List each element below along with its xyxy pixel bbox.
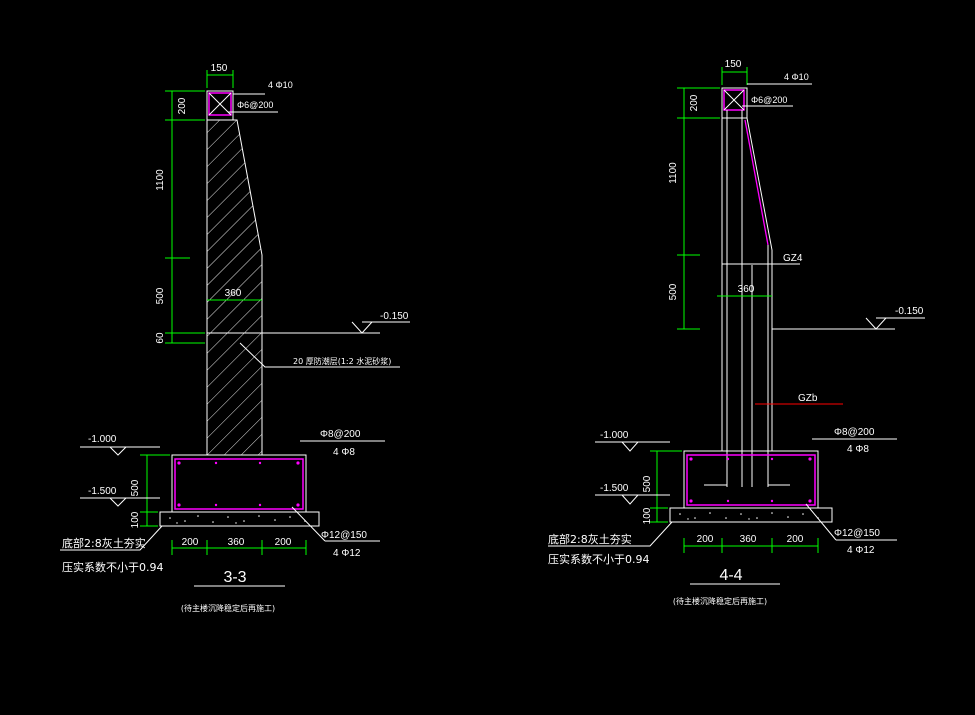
dim-wall-width: 360 <box>225 288 242 299</box>
dim-upper-height: 1100 <box>668 162 679 184</box>
label-base-rebar-2: 4 Φ12 <box>333 548 361 559</box>
label-base-rebar-2: 4 Φ12 <box>847 545 875 556</box>
dimensions-4-4 <box>650 67 819 553</box>
section-3-3: 150 200 1100 500 60 360 500 100 200 360 … <box>60 63 410 613</box>
leaders-4-4 <box>548 83 925 585</box>
label-base-rebar: Φ12@150 <box>834 528 880 539</box>
label-foot-rebar: 4 Φ8 <box>333 447 355 458</box>
label-level-ground: -0.150 <box>895 306 924 317</box>
dim-foot-left: 200 <box>697 534 714 545</box>
label-level-ground: -0.150 <box>380 311 409 322</box>
dim-mid-height: 500 <box>155 287 166 304</box>
labels-4-4: 150 200 1100 500 360 500 100 200 360 200… <box>548 59 924 606</box>
section-subtitle: (待主楼沉降稳定后再施工) <box>181 603 275 613</box>
label-level-1: -1.000 <box>88 434 117 445</box>
dimensions-3-3 <box>140 70 307 555</box>
dim-top-width: 150 <box>211 63 228 74</box>
label-level-2: -1.500 <box>600 483 629 494</box>
wall-4-4 <box>704 87 800 487</box>
label-base-note-2: 压实系数不小于0.94 <box>62 560 164 574</box>
labels-3-3: 150 200 1100 500 60 360 500 100 200 360 … <box>62 63 409 613</box>
section-title: 3-3 <box>223 569 246 586</box>
label-foot-stirrup: Φ8@200 <box>320 429 361 440</box>
section-4-4: 150 200 1100 500 360 500 100 200 360 200… <box>548 59 925 606</box>
section-subtitle: (待主楼沉降稳定后再施工) <box>673 596 767 606</box>
label-foot-rebar: 4 Φ8 <box>847 444 869 455</box>
label-level-1: -1.000 <box>600 430 629 441</box>
dim-foot-mid: 360 <box>740 534 757 545</box>
label-base-note-2: 压实系数不小于0.94 <box>548 552 650 566</box>
dim-foot-left: 200 <box>182 537 199 548</box>
label-damp-course: 20 厚防潮层(1:2 水泥砂浆) <box>293 356 391 366</box>
dim-foot-right: 200 <box>275 537 292 548</box>
dim-foot-right: 200 <box>787 534 804 545</box>
label-base-note-1: 底部2:8灰土夯实 <box>62 536 146 550</box>
dim-top-width: 150 <box>725 59 742 70</box>
leaders-3-3 <box>60 93 410 587</box>
dim-mid-height: 500 <box>668 283 679 300</box>
dim-upper-height: 1100 <box>155 169 166 191</box>
dim-base-thickness: 100 <box>130 511 141 528</box>
label-level-2: -1.500 <box>88 486 117 497</box>
label-base-note-1: 底部2:8灰土夯实 <box>548 532 632 546</box>
label-stirrup: Φ6@200 <box>751 95 787 105</box>
dim-foot-mid: 360 <box>228 537 245 548</box>
label-top-rebar: 4 Φ10 <box>268 80 293 90</box>
dim-cap-height: 200 <box>689 94 700 111</box>
label-gz-upper: GZ4 <box>783 253 803 264</box>
label-stirrup: Φ6@200 <box>237 100 273 110</box>
footing-4-4 <box>669 450 833 523</box>
cap-3-3 <box>206 90 234 121</box>
dim-bottom-offset: 60 <box>155 332 166 344</box>
dim-base-thickness: 100 <box>642 507 653 524</box>
dim-footing-height: 500 <box>130 479 141 496</box>
label-foot-stirrup: Φ8@200 <box>834 427 875 438</box>
label-top-rebar: 4 Φ10 <box>784 72 809 82</box>
label-base-rebar: Φ12@150 <box>321 530 367 541</box>
dim-wall-width: 360 <box>738 284 755 295</box>
section-title: 4-4 <box>719 567 742 584</box>
dim-footing-height: 500 <box>642 475 653 492</box>
dim-cap-height: 200 <box>177 97 188 114</box>
footing-3-3 <box>159 454 320 527</box>
label-gz-lower: GZb <box>798 393 818 404</box>
